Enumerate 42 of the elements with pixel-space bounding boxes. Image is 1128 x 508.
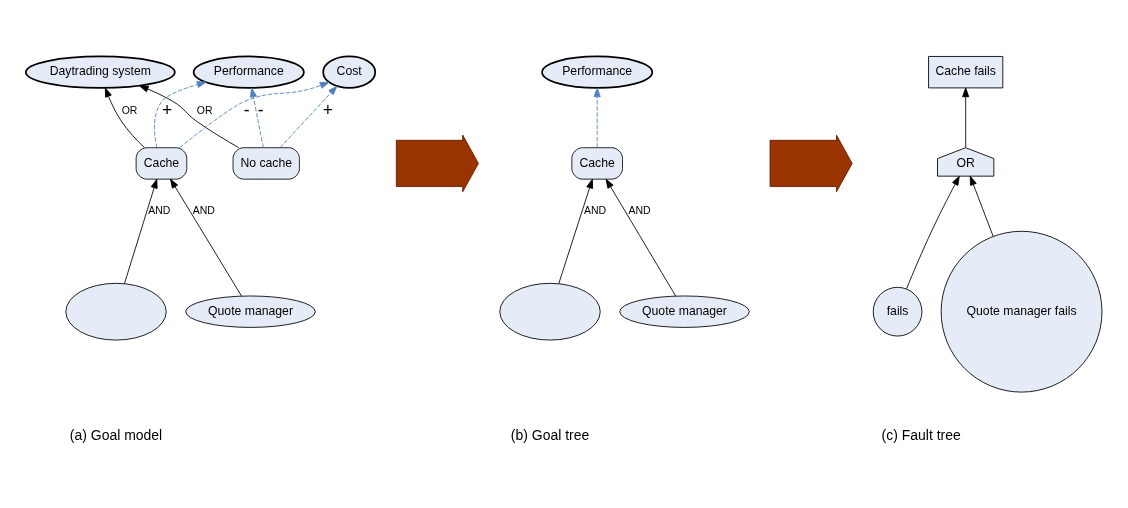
node-arrow (769, 134, 853, 192)
node-ellipse (65, 282, 167, 340)
arrow (593, 87, 601, 148)
arrow (170, 178, 242, 296)
arrow (906, 175, 960, 289)
edge-label: OR (196, 104, 213, 116)
arrow (605, 178, 677, 296)
label: (c) Fault tree (881, 426, 961, 443)
arrow (124, 178, 158, 284)
label: (b) Goal tree (510, 426, 590, 443)
arrow (179, 81, 330, 148)
node-arrow (395, 134, 479, 192)
arrow (279, 85, 338, 148)
node-ellipse: Quote manager (185, 295, 316, 328)
node-box: Cache (135, 146, 188, 180)
node-box: No cache (232, 146, 300, 180)
node-ellipse: Daytrading system (24, 55, 176, 89)
edge-label: OR (121, 104, 138, 116)
arrow (558, 178, 594, 284)
node-box: Cache fails (928, 55, 1004, 88)
node-ellipse: Quote manager (619, 295, 750, 328)
edge-label: - (257, 99, 264, 120)
node-box: Cache (571, 146, 623, 180)
node-circle: Quote manager fails (940, 230, 1103, 393)
arrow (154, 80, 207, 148)
label: (a) Goal model (69, 426, 163, 443)
edge-label: AND (583, 204, 607, 216)
arrow (249, 87, 264, 148)
arrow (139, 84, 240, 148)
edge-label: + (322, 99, 333, 120)
node-circle: fails (872, 286, 923, 336)
node-ellipse: Performance (541, 55, 654, 89)
edge-label: AND (192, 204, 215, 216)
node-ellipse: Cost (322, 55, 377, 89)
node-ellipse (499, 282, 601, 340)
edge-label: AND (628, 204, 651, 216)
edge-label: - (243, 99, 250, 120)
arrow (962, 87, 970, 148)
edge-label: AND (148, 204, 171, 216)
arrow (969, 175, 994, 237)
edge-label: + (162, 99, 173, 120)
arrow (104, 87, 145, 148)
